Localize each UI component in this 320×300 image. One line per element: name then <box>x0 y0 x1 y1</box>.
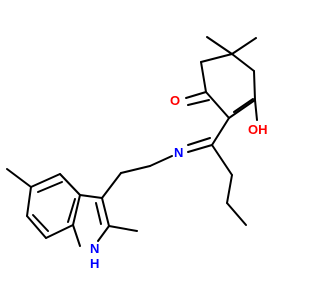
bond <box>149 155 173 167</box>
bond <box>67 198 76 223</box>
imine-double-bond <box>187 144 213 153</box>
carbonyl-oxygen-label: O <box>170 93 180 108</box>
indole-ring <box>6 168 138 247</box>
bond <box>211 117 230 146</box>
structure-svg: O OH N N H <box>6 36 268 271</box>
bond <box>211 144 233 176</box>
bond <box>32 214 49 232</box>
imine-chain <box>101 117 247 226</box>
bond <box>200 61 207 93</box>
bond <box>228 99 256 119</box>
bond <box>45 224 74 239</box>
bond <box>101 197 110 227</box>
bond <box>101 172 122 199</box>
bond <box>200 53 233 63</box>
bond <box>120 165 151 174</box>
carbonyl-bond <box>187 99 210 106</box>
imine-nitrogen-label: N <box>174 145 183 160</box>
bond <box>97 225 110 242</box>
bond <box>37 181 63 193</box>
hydroxyl-label: OH <box>248 122 268 137</box>
molecule-diagram: O OH N N H <box>6 36 268 271</box>
bond <box>231 53 255 72</box>
bond <box>72 224 81 247</box>
bond <box>26 186 32 217</box>
bond <box>205 91 230 119</box>
methyl-bond <box>6 168 32 188</box>
bond <box>30 173 61 188</box>
bond <box>72 194 81 226</box>
bond <box>253 70 256 101</box>
methyl-bond <box>206 36 233 55</box>
carbonyl-bond <box>185 91 207 99</box>
hydroxyl-bond <box>254 99 258 121</box>
bond <box>59 173 81 196</box>
bond <box>233 98 254 113</box>
bond <box>79 194 103 199</box>
bond <box>226 202 247 226</box>
imine-double-bond <box>187 137 211 146</box>
bond <box>226 174 233 204</box>
methyl-bond <box>231 37 257 55</box>
indole-hydrogen-label: H <box>90 256 99 271</box>
methyl-bond <box>108 225 138 232</box>
indole-nitrogen-label: N <box>90 241 99 256</box>
bond <box>95 202 102 225</box>
cyclohexenone-ring <box>185 36 258 121</box>
bond <box>26 215 47 239</box>
